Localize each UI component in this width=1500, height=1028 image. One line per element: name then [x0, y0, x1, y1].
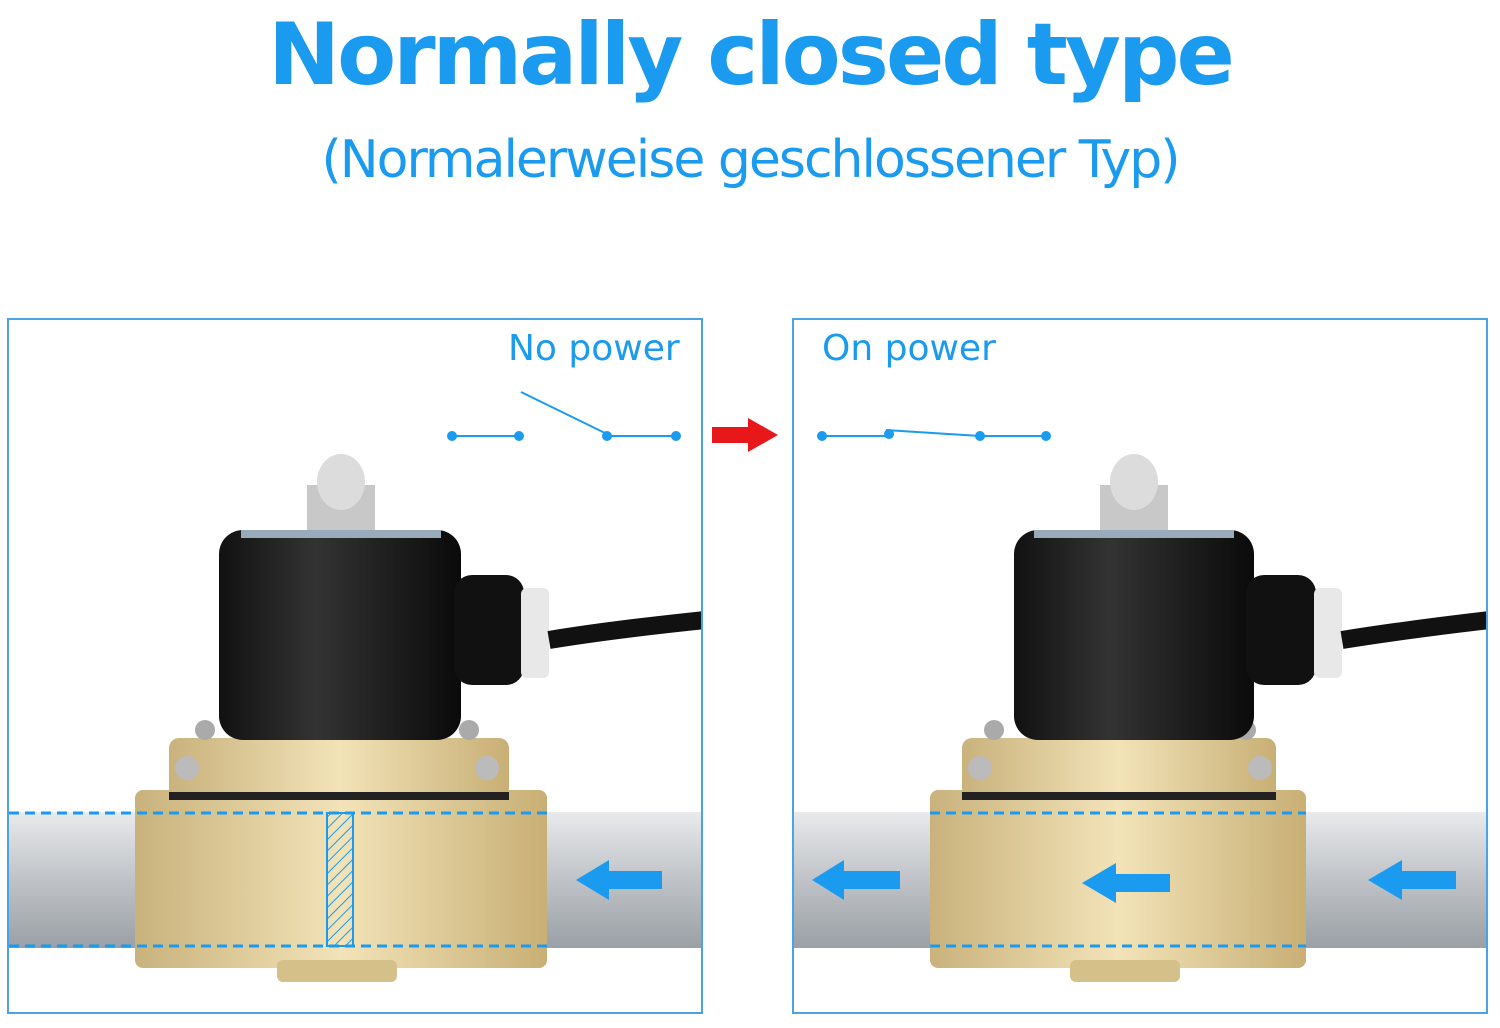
page-title: Normally closed type — [268, 5, 1235, 105]
on-power-label: On power — [822, 328, 996, 369]
closed-switch-icon — [817, 429, 1051, 441]
on-power-panel — [792, 318, 1488, 1014]
no-power-panel — [7, 318, 703, 1014]
no-power-label: No power — [508, 328, 680, 369]
open-switch-icon — [447, 391, 681, 441]
page-subtitle: (Normalerweise geschlossener Typ) — [321, 130, 1180, 190]
valve-closure-hatch — [326, 812, 354, 947]
transition-arrow-icon — [712, 418, 778, 452]
closed-valve-illustration — [9, 391, 701, 982]
open-valve-illustration — [794, 429, 1486, 982]
flow-arrows-icon — [812, 860, 1456, 903]
flow-arrow-icon — [576, 860, 662, 900]
